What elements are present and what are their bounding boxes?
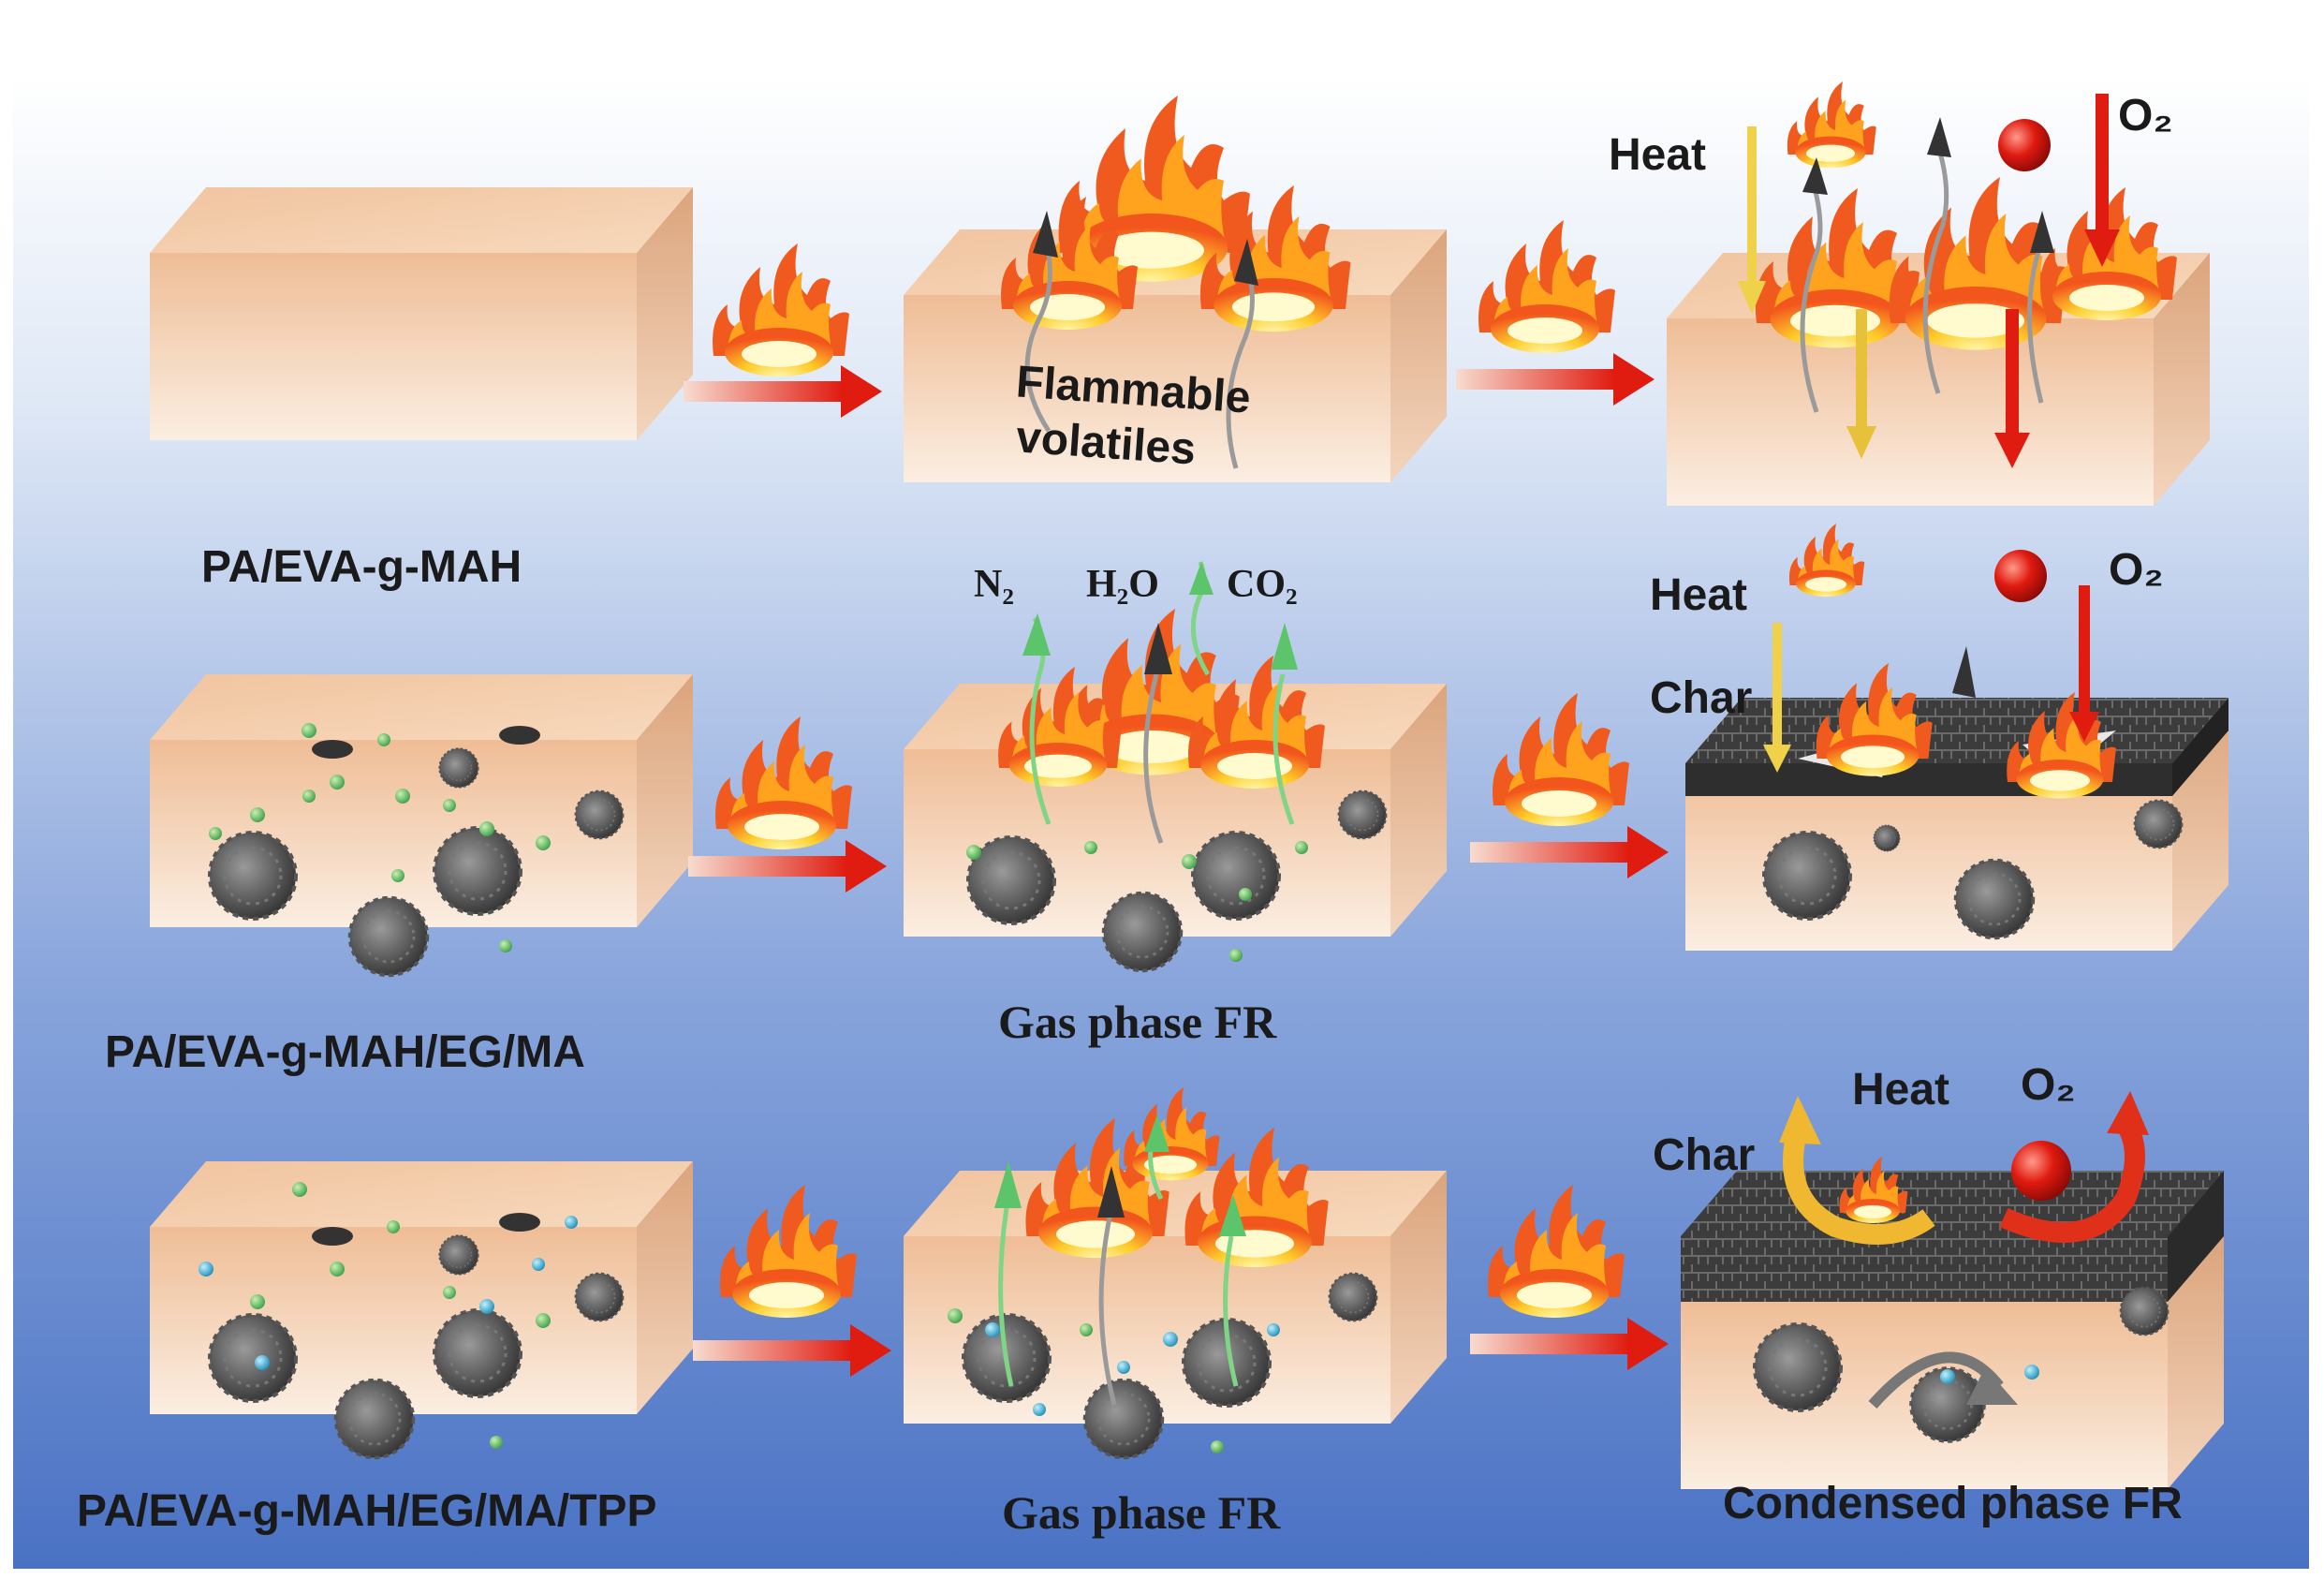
row3-heat-label: Heat — [1852, 1065, 1950, 1114]
row3-char-label: Char — [1653, 1130, 1756, 1180]
row3-right-particles — [1753, 1286, 2170, 1443]
row1-oxygen-label: O₂ — [2118, 91, 2173, 140]
row3-char-layer — [1681, 1171, 2224, 1302]
row3-middle-particles — [948, 1272, 1378, 1460]
row2-char-label: Char — [1650, 673, 1753, 723]
row2-oxygen-label: O₂ — [2109, 545, 2164, 595]
row2-right-arrows — [1763, 550, 2099, 773]
row3-particles — [199, 1182, 625, 1460]
row2-gas-co2: CO₂ — [1227, 563, 1298, 606]
row3-gas-arrows — [994, 1114, 1246, 1406]
row1-sample-block — [150, 187, 693, 440]
row3-condensed-phase-caption: Condensed phase FR — [1723, 1479, 2183, 1528]
row2-gas-n2: N₂ — [974, 563, 1014, 606]
row1-right-arrows — [1738, 94, 2120, 468]
row3-condensed-cycle — [1868, 1351, 2018, 1409]
row1-volatile-arrows — [1024, 211, 1258, 469]
row2-heat-label: Heat — [1650, 570, 1748, 620]
row3-right-cycles — [1779, 1091, 2149, 1245]
row2-sample-label: PA/EVA-g-MAH/EG/MA — [105, 1027, 585, 1077]
row2-gas-h2o: H₂O — [1086, 563, 1159, 606]
row2-gas-arrows — [1022, 561, 1298, 844]
row3-sample-label: PA/EVA-g-MAH/EG/MA/TPP — [77, 1486, 657, 1536]
row2-particles — [208, 723, 625, 978]
row2-middle-particles — [966, 790, 1388, 973]
row3-gas-phase-caption: Gas phase FR — [1002, 1486, 1281, 1539]
row1-heat-label: Heat — [1609, 130, 1707, 180]
row3-oxygen-label: O₂ — [2021, 1060, 2076, 1110]
row2-gas-phase-caption: Gas phase FR — [998, 996, 1277, 1048]
row1-sample-label: PA/EVA-g-MAH — [201, 542, 522, 592]
